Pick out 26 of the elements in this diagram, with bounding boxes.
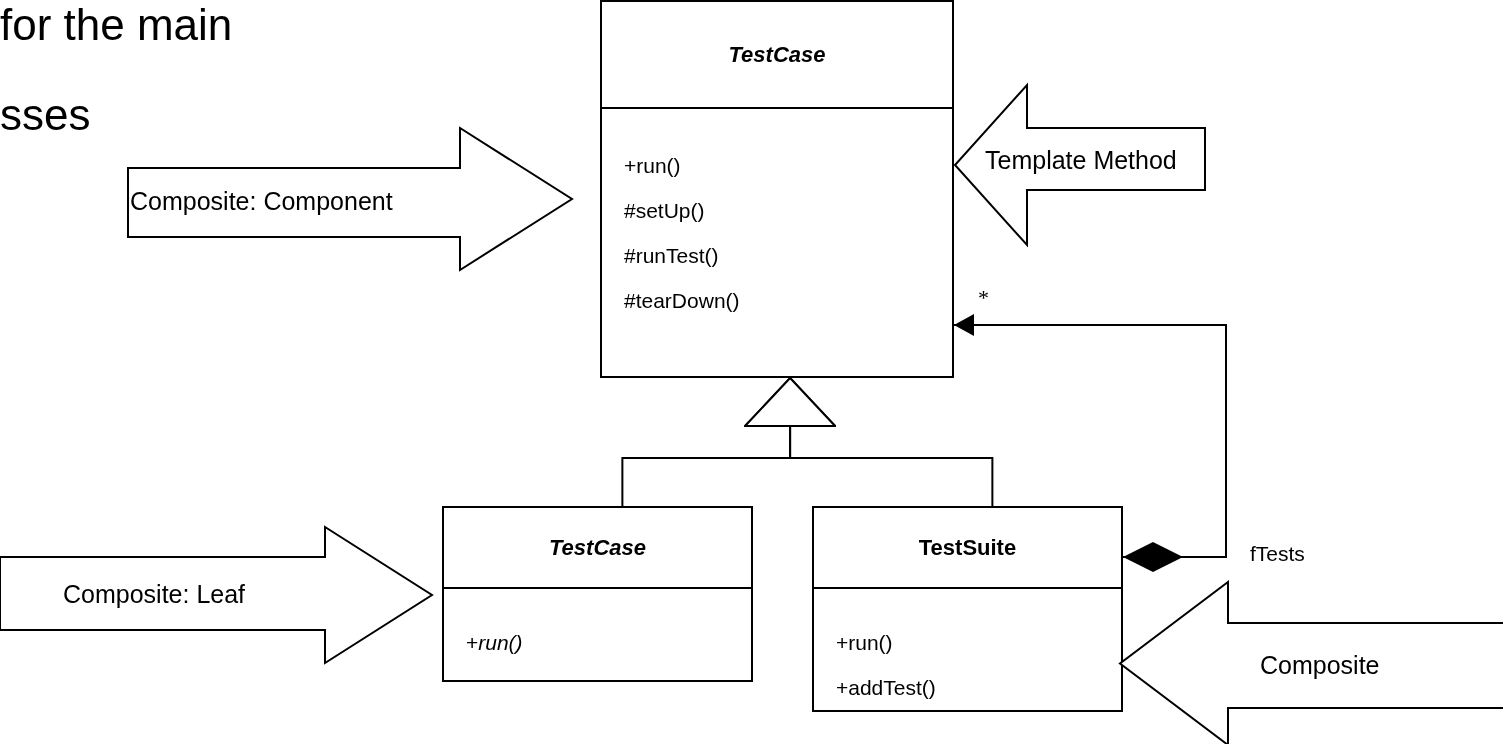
method-name: +run() [624,153,681,179]
class-name: TestSuite [918,534,1017,561]
composition-arrow [953,314,1227,572]
class-box [812,506,1123,712]
heading-text: sses [0,90,91,140]
block-arrow-callout [0,527,432,663]
block-arrow-callout [128,128,572,270]
multiplicity-label: * [978,285,989,311]
callout-text: Template Method [985,145,1177,175]
callout-text: Composite [1260,650,1380,680]
heading-text: for the main [0,0,233,50]
class-name: TestCase [728,41,826,68]
class-box [442,506,753,682]
method-name: #setUp() [624,198,705,224]
method-name: #tearDown() [624,288,740,314]
class-name: TestCase [549,534,646,561]
block-arrow-callout [1120,582,1503,744]
block-arrow-callout [955,85,1205,245]
callout-text: Composite: Leaf [63,579,246,609]
method-name: +run() [836,630,893,656]
method-name: +addTest() [836,675,936,701]
class-box [600,0,954,378]
generalization-arrow [744,377,994,507]
callout-text: Composite: Component [130,186,393,216]
method-name: +run() [466,630,523,656]
method-name: #runTest() [624,243,719,269]
